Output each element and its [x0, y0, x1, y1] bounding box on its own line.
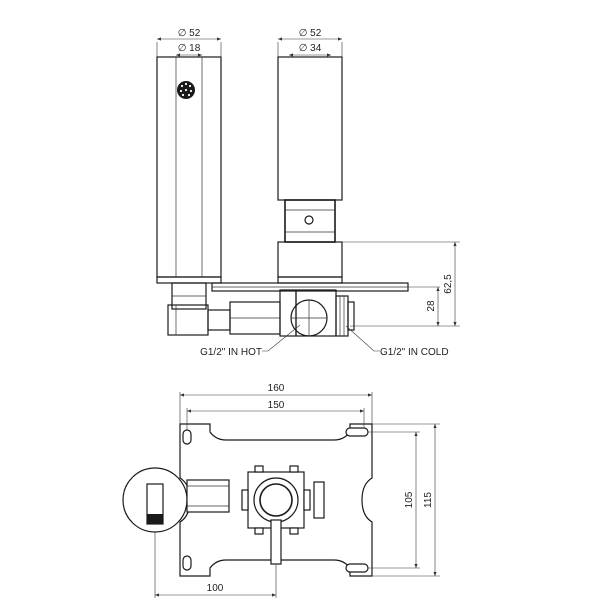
handle-outer-diameter-label: ∅ 52 — [299, 28, 322, 39]
spout-diameter-dimensions: ∅ 52 ∅ 18 — [156, 28, 222, 57]
mounting-slots — [182, 427, 369, 573]
hot-inlet-label: G1/2" IN HOT — [200, 347, 262, 358]
valve-plan — [241, 465, 325, 565]
plate-width-inner-label: 150 — [268, 400, 285, 411]
offset-width-label: 100 — [207, 583, 224, 594]
valve-body-side — [167, 282, 355, 337]
plate-height-inner-label: 105 — [404, 491, 415, 508]
spout-inner-diameter-label: ∅ 18 — [178, 43, 201, 54]
height-outer-label: 62,5 — [443, 274, 454, 294]
spout-body — [156, 56, 222, 284]
plate-height-dimensions: 105 115 — [368, 423, 440, 577]
handle-inner-diameter-label: ∅ 34 — [299, 43, 322, 54]
plate-width-dimensions: 160 150 — [179, 383, 373, 430]
cold-inlet-label: G1/2" IN COLD — [380, 347, 449, 358]
aerator-icon — [177, 81, 195, 99]
offset-dimension: 100 — [154, 532, 277, 598]
plate-width-outer-label: 160 — [268, 383, 285, 394]
spout-plan — [122, 467, 230, 533]
plan-view: 160 150 105 115 100 — [122, 383, 440, 598]
side-elevation-view: ∅ 52 ∅ 18 ∅ 52 ∅ 34 62,5 28 G1/2" IN HO — [156, 28, 460, 358]
handle-body — [277, 56, 343, 284]
handle-diameter-dimensions: ∅ 52 ∅ 34 — [277, 28, 343, 57]
spout-outer-diameter-label: ∅ 52 — [178, 28, 201, 39]
height-inner-label: 28 — [426, 300, 437, 312]
inlet-callouts: G1/2" IN HOT G1/2" IN COLD — [200, 324, 449, 358]
plate-height-outer-label: 115 — [423, 492, 434, 508]
height-dimensions: 62,5 28 — [335, 241, 460, 327]
